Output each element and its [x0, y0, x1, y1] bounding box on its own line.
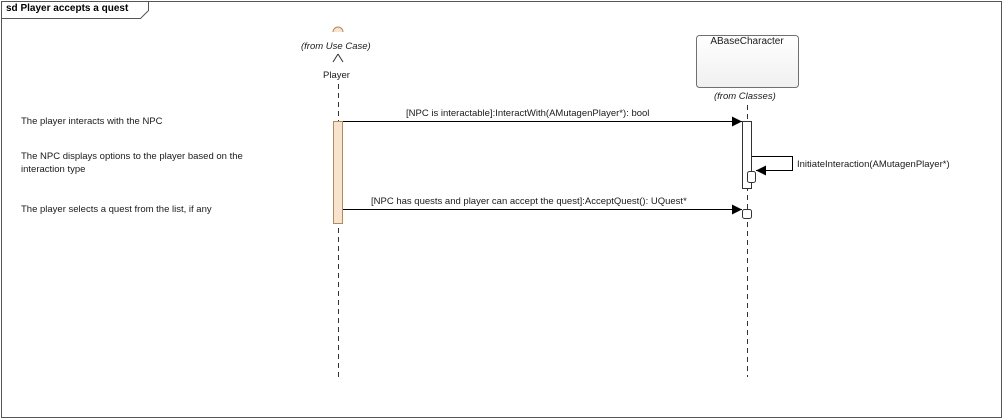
class-name: ABaseCharacter	[710, 36, 784, 47]
message-accept-quest-label: [NPC has quests and player can accept th…	[371, 196, 687, 207]
message-initiate-interaction-label: InitiateInteraction(AMutagenPlayer*)	[797, 159, 950, 170]
message-initiate-interaction-arrow	[752, 156, 793, 176]
accept-activation-bar	[742, 209, 752, 219]
class-box	[696, 35, 799, 88]
class-stereotype: (from Classes)	[714, 91, 776, 102]
nested-activation-bar	[747, 171, 756, 183]
message-interact-with-label: [NPC is interactable]:InteractWith(AMuta…	[406, 108, 650, 119]
note-selects-quest: The player selects a quest from the list…	[21, 204, 212, 215]
note-interacts: The player interacts with the NPC	[21, 116, 163, 127]
class-activation-bar	[742, 121, 752, 189]
actor-name: Player	[323, 70, 350, 81]
frame-title-tab	[1, 1, 149, 19]
actor-stereotype: (from Use Case)	[301, 41, 371, 52]
frame-title: sd Player accepts a quest	[6, 3, 129, 14]
actor-activation-bar	[333, 121, 343, 224]
note-displays-options: The NPC displays options to the player b…	[21, 151, 243, 175]
actor-icon	[332, 26, 344, 63]
